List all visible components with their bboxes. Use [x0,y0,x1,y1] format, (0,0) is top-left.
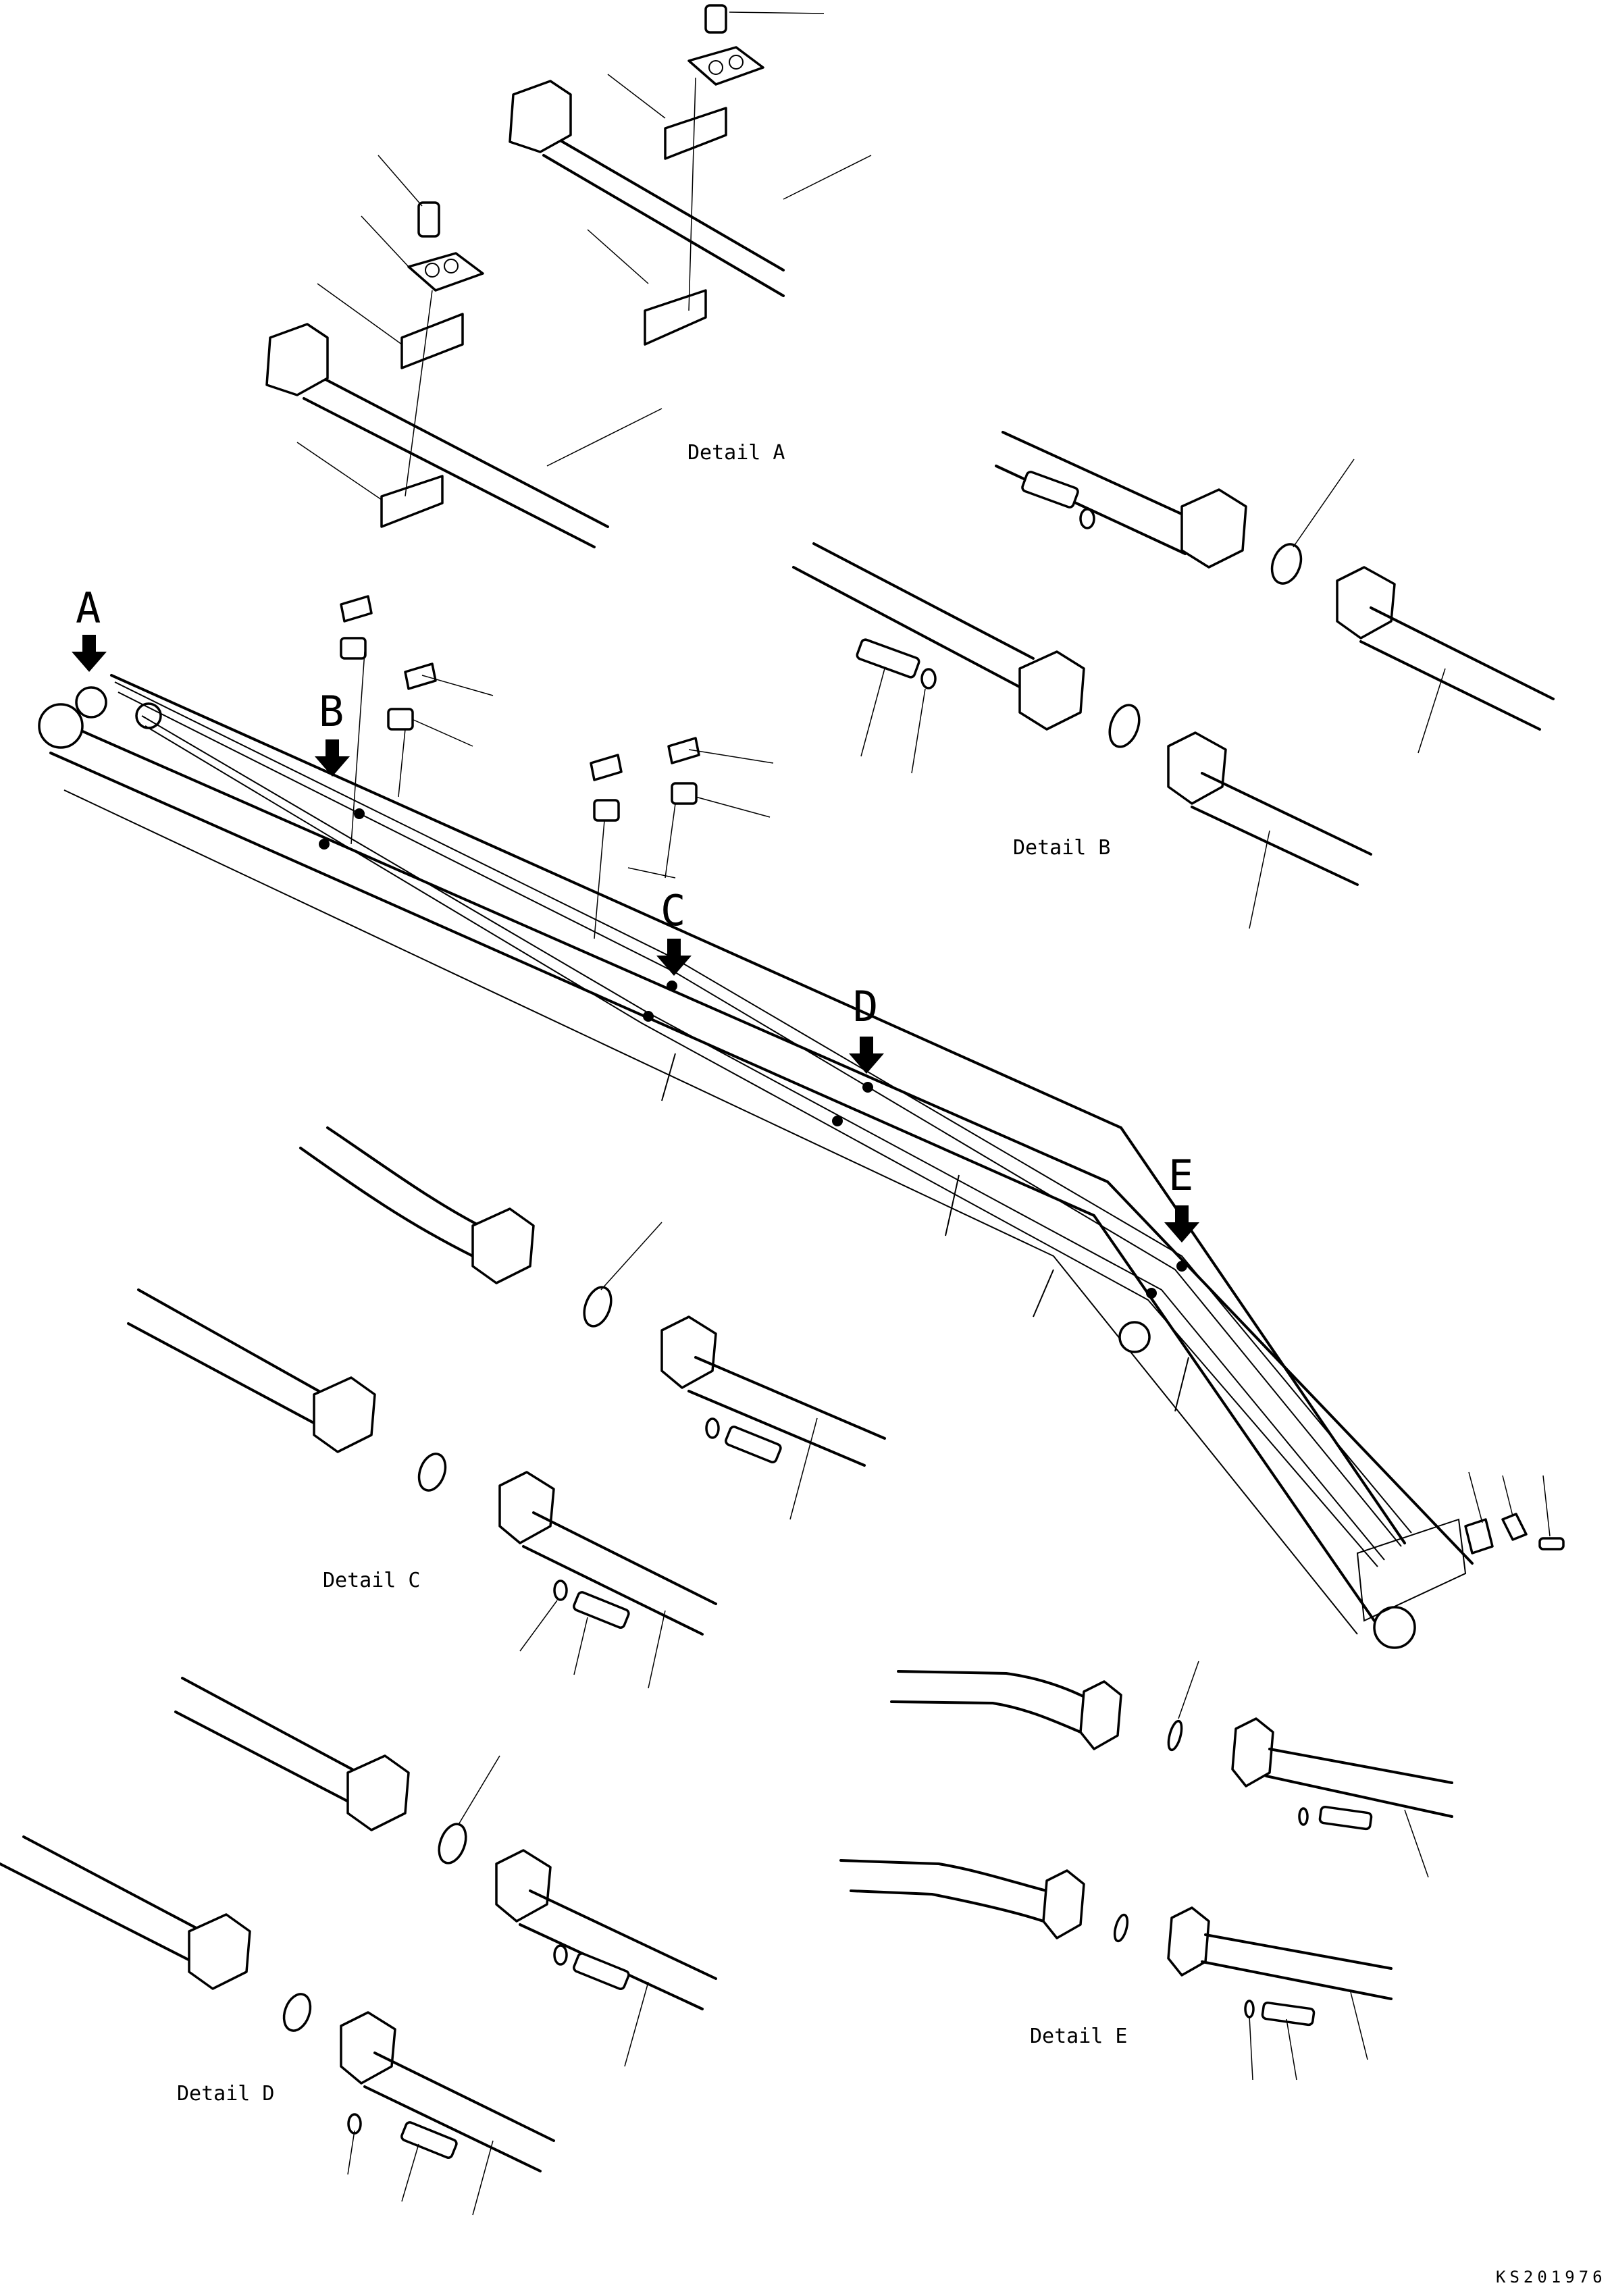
callout-c-label: C [660,886,685,935]
arrow-d-icon [849,1037,884,1074]
detail-e-assembly [839,1661,1453,2081]
boom-assembly [38,595,1565,1649]
detail-e-label: Detail E [1030,2025,1128,2048]
arrow-a-icon [72,635,107,672]
detail-b-assembly [792,431,1555,929]
callout-b-label: B [319,687,344,736]
callout-arrows [72,635,1199,1243]
callout-a-label: A [76,583,101,633]
arrow-e-icon [1164,1205,1199,1243]
detail-a-label: Detail A [687,441,785,465]
arrow-c-icon [656,939,692,976]
callout-e-label: E [1168,1151,1193,1200]
drawing-code: KS201976 [1496,2268,1607,2287]
detail-a-assembly [265,4,872,548]
detail-d-label: Detail D [177,2082,275,2106]
detail-b-label: Detail B [1013,836,1111,860]
detail-c-label: Detail C [323,1569,421,1592]
callout-d-label: D [853,982,878,1031]
detail-d-assembly [0,1677,717,2216]
detail-c-assembly [127,1126,886,1689]
arrow-b-icon [315,739,350,777]
